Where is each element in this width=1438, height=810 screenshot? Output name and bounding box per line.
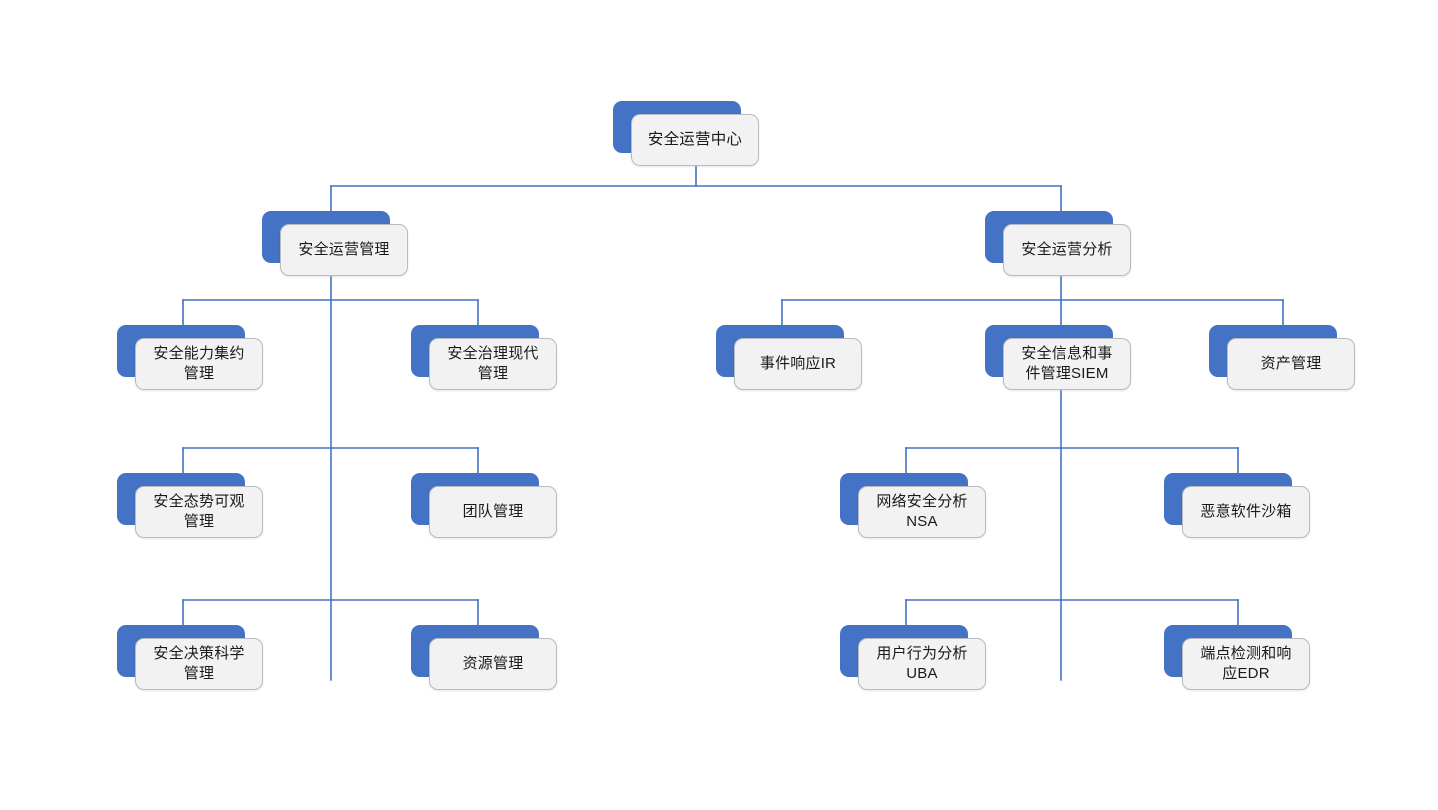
org-node-a5[interactable]: 安全决策科学 管理 [117,625,263,690]
org-node-l1a[interactable]: 安全运营管理 [262,211,408,276]
node-card[interactable]: 端点检测和响 应EDR [1182,638,1310,690]
org-node-a1[interactable]: 安全能力集约 管理 [117,325,263,390]
node-label: 安全能力集约 管理 [153,344,245,382]
org-node-b7[interactable]: 端点检测和响 应EDR [1164,625,1310,690]
node-card[interactable]: 网络安全分析 NSA [858,486,986,538]
org-node-a6[interactable]: 资源管理 [411,625,557,690]
node-card[interactable]: 安全运营分析 [1003,224,1131,276]
org-node-a4[interactable]: 团队管理 [411,473,557,538]
node-card[interactable]: 用户行为分析 UBA [858,638,986,690]
org-node-root[interactable]: 安全运营中心 [613,101,759,166]
node-card[interactable]: 资源管理 [429,638,557,690]
node-card[interactable]: 恶意软件沙箱 [1182,486,1310,538]
node-label: 安全运营分析 [1021,240,1113,258]
org-node-b5[interactable]: 恶意软件沙箱 [1164,473,1310,538]
org-node-b2[interactable]: 安全信息和事 件管理SIEM [985,325,1131,390]
node-label: 安全运营中心 [647,130,743,148]
org-node-a2[interactable]: 安全治理现代 管理 [411,325,557,390]
org-node-l1b[interactable]: 安全运营分析 [985,211,1131,276]
node-card[interactable]: 团队管理 [429,486,557,538]
node-label: 端点检测和响 应EDR [1200,644,1292,682]
node-label: 资源管理 [462,654,524,672]
node-label: 安全治理现代 管理 [447,344,539,382]
node-label: 事件响应IR [759,354,837,372]
node-label: 安全决策科学 管理 [153,644,245,682]
node-label: 恶意软件沙箱 [1200,502,1292,520]
node-card[interactable]: 安全运营管理 [280,224,408,276]
node-card[interactable]: 安全决策科学 管理 [135,638,263,690]
node-label: 用户行为分析 UBA [876,644,968,682]
org-node-a3[interactable]: 安全态势可观 管理 [117,473,263,538]
node-card[interactable]: 安全信息和事 件管理SIEM [1003,338,1131,390]
org-node-b1[interactable]: 事件响应IR [716,325,862,390]
node-label: 安全运营管理 [298,240,390,258]
node-label: 安全信息和事 件管理SIEM [1021,344,1113,382]
node-label: 资产管理 [1260,354,1322,372]
node-card[interactable]: 安全能力集约 管理 [135,338,263,390]
node-card[interactable]: 安全运营中心 [631,114,759,166]
node-label: 网络安全分析 NSA [876,492,968,530]
node-card[interactable]: 安全态势可观 管理 [135,486,263,538]
node-card[interactable]: 资产管理 [1227,338,1355,390]
node-card[interactable]: 安全治理现代 管理 [429,338,557,390]
org-node-b6[interactable]: 用户行为分析 UBA [840,625,986,690]
node-label: 安全态势可观 管理 [153,492,245,530]
org-node-b4[interactable]: 网络安全分析 NSA [840,473,986,538]
node-card[interactable]: 事件响应IR [734,338,862,390]
org-node-b3[interactable]: 资产管理 [1209,325,1355,390]
node-label: 团队管理 [462,502,524,520]
